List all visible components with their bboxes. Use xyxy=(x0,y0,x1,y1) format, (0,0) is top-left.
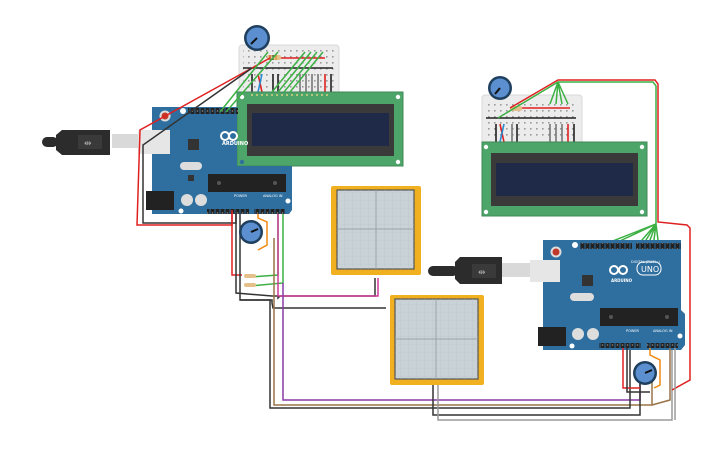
arduino-logo-icon xyxy=(609,265,628,275)
arduino-model-label: UNO xyxy=(641,265,659,274)
potentiometer-4[interactable] xyxy=(633,361,657,385)
analog-header-label-right: ANALOG IN xyxy=(653,329,673,333)
arduino-board-right[interactable]: DIGITAL (PWM~) ARDUINO UNO POWER ANALOG … xyxy=(538,240,685,350)
arduino-logo-icon xyxy=(220,131,238,141)
usb-icon: ⇹ xyxy=(84,138,92,148)
potentiometer-1[interactable] xyxy=(244,25,270,51)
wires-right-top xyxy=(497,79,691,391)
potentiometer-3[interactable] xyxy=(488,76,512,100)
arduino-brand-right: ARDUINO xyxy=(611,278,633,283)
wires-pad2 xyxy=(432,345,673,421)
arduino-brand-left: ARDUINO xyxy=(222,141,248,147)
power-header-label-left: POWER xyxy=(234,194,248,198)
usb-icon: ⇹ xyxy=(478,267,486,277)
power-header-label-right: POWER xyxy=(626,329,640,333)
force-sensor-pad-2[interactable] xyxy=(390,295,484,385)
lcd-display-left[interactable] xyxy=(236,91,404,167)
wires-right-bottom xyxy=(622,348,676,420)
analog-header-label-left: ANALOG IN xyxy=(263,194,283,198)
resistor-icon xyxy=(244,274,256,287)
usb-cable-right[interactable]: ⇹ xyxy=(428,257,560,284)
usb-cable-left[interactable]: ⇹ xyxy=(42,130,170,155)
lcd-display-right[interactable] xyxy=(481,141,648,217)
breadboard-right[interactable] xyxy=(481,94,583,146)
potentiometer-2[interactable] xyxy=(239,220,263,244)
force-sensor-pad-1[interactable] xyxy=(331,186,421,275)
